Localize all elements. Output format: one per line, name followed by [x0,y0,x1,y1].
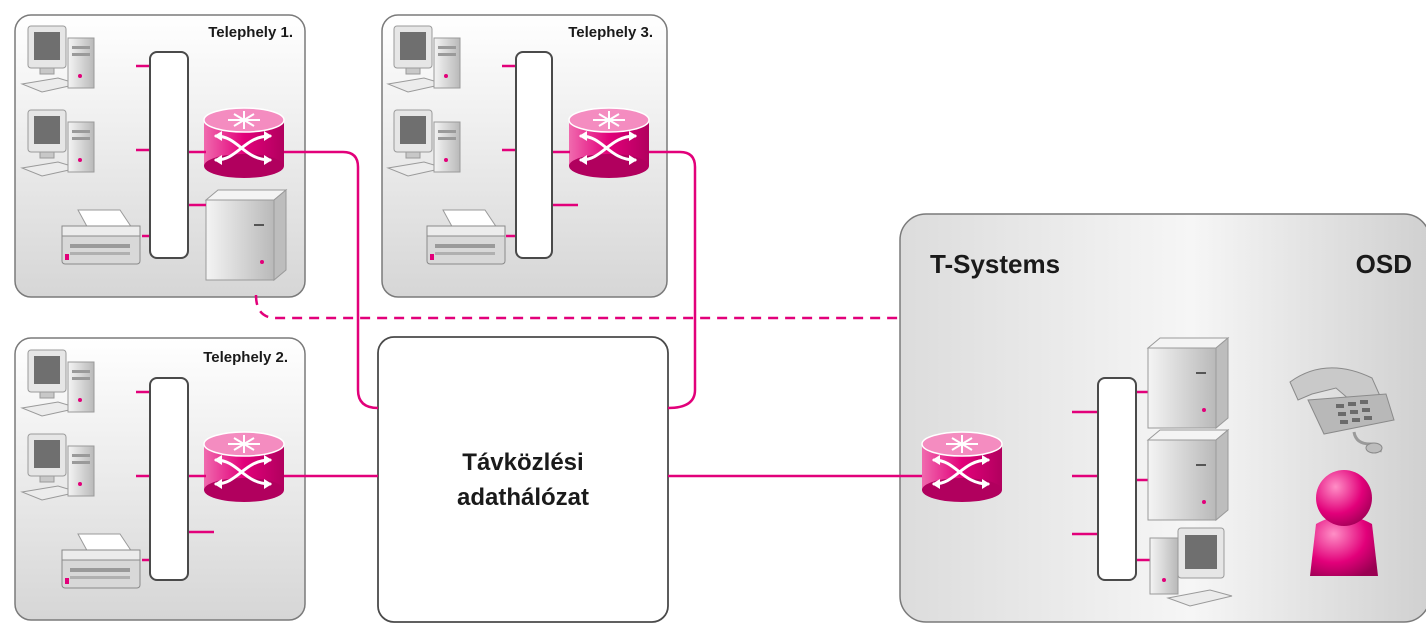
link-site1-network [283,150,379,410]
links [254,150,922,478]
server-icon [1147,429,1229,521]
workstation-icon [1149,527,1233,607]
switch-icon [515,51,553,259]
site1-label: Telephely 1. [208,24,293,41]
network-label-line1: Távközlési [462,449,583,476]
site1-devices [21,25,287,281]
link-dashed-management [254,294,900,320]
provider-name: T-Systems [930,249,1060,279]
network-box: Távközlési adathálózat [377,336,669,623]
switch-icon [1097,377,1137,581]
server-icon [1147,337,1229,429]
site2-label: Telephely 2. [203,349,288,366]
router-icon [567,106,651,180]
link-site3-network [648,150,697,410]
switch-icon [149,377,189,581]
user-icon [1310,470,1378,576]
server-icon [205,189,287,281]
site3-devices [387,25,651,265]
provider-devices [920,337,1395,607]
provider-service: OSD [1356,249,1412,279]
router-icon [202,430,286,504]
site2-devices [21,349,286,589]
telephone-icon [1289,367,1395,454]
site3-label: Telephely 3. [568,24,653,41]
network-label-line2: adathálózat [457,484,589,511]
router-icon [202,106,286,180]
router-icon [920,430,1004,504]
switch-icon [149,51,189,259]
